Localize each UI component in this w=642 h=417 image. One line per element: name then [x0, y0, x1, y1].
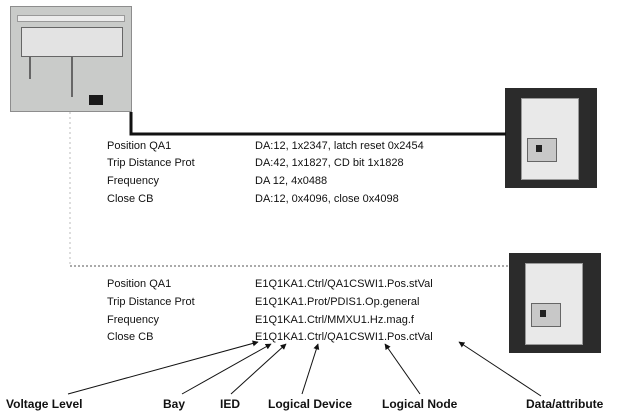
upper-row-label: Trip Distance Prot: [107, 157, 195, 169]
upper-row-label: Position QA1: [107, 140, 171, 152]
arrow-bay: [182, 344, 271, 394]
label-logical-node: Logical Node: [382, 397, 457, 411]
label-ied: IED: [220, 397, 240, 411]
upper-row-value: DA:12, 0x4096, close 0x4098: [255, 193, 399, 205]
arrow-data-attribute: [459, 342, 541, 396]
lower-row-label: Close CB: [107, 331, 153, 343]
upper-row-value: DA:42, 1x1827, CD bit 1x1828: [255, 157, 404, 169]
lower-row-label: Frequency: [107, 314, 159, 326]
connection-line-upper: [131, 112, 506, 134]
lower-row-label: Trip Distance Prot: [107, 296, 195, 308]
label-logical-device: Logical Device: [268, 397, 352, 411]
label-voltage-level: Voltage Level: [6, 397, 82, 411]
upper-row-value: DA:12, 1x2347, latch reset 0x2454: [255, 140, 424, 152]
lower-row-value: E1Q1KA1.Ctrl/MMXU1.Hz.mag.f: [255, 314, 414, 326]
arrow-logical-device: [302, 344, 318, 394]
arrow-voltage-level: [68, 342, 258, 394]
lower-row-value: E1Q1KA1.Prot/PDIS1.Op.general: [255, 296, 419, 308]
lower-row-value: E1Q1KA1.Ctrl/QA1CSWI1.Pos.ctVal: [255, 331, 433, 343]
label-bay: Bay: [163, 397, 185, 411]
upper-row-value: DA 12, 4x0488: [255, 175, 327, 187]
lower-row-value: E1Q1KA1.Ctrl/QA1CSWI1.Pos.stVal: [255, 278, 433, 290]
label-data-attribute: Data/attribute: [526, 397, 603, 411]
upper-row-label: Frequency: [107, 175, 159, 187]
upper-row-label: Close CB: [107, 193, 153, 205]
arrow-logical-node: [385, 344, 420, 394]
lower-row-label: Position QA1: [107, 278, 171, 290]
